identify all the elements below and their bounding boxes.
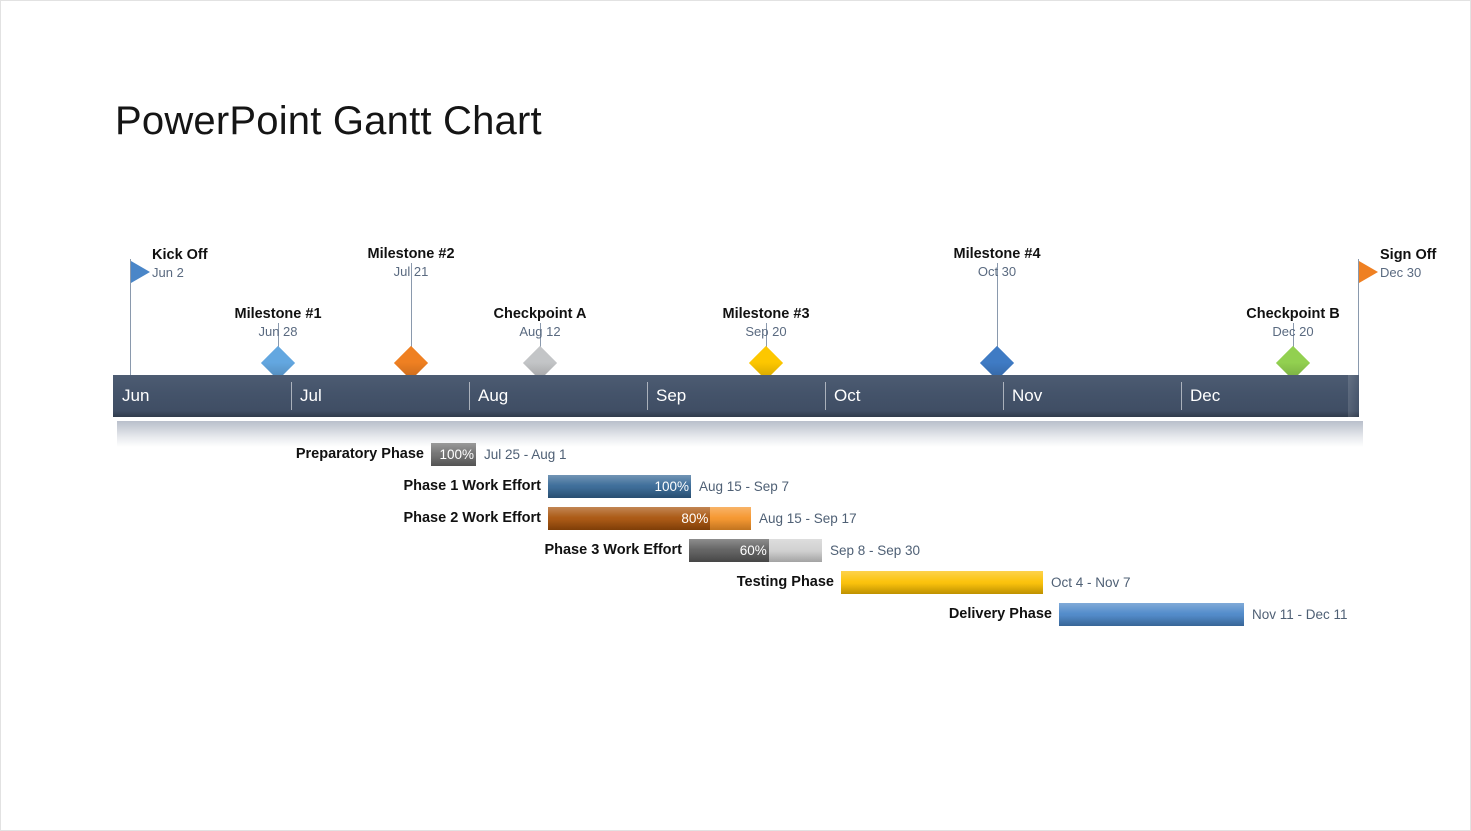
milestone-name: Kick Off <box>152 247 208 263</box>
milestone-connector-line <box>1293 323 1294 353</box>
task-dates: Aug 15 - Sep 17 <box>759 510 857 526</box>
timeline-month-dec: Dec <box>1190 386 1221 405</box>
milestone-flag-icon <box>1359 261 1378 283</box>
timeline-month-separator <box>291 382 292 410</box>
task-row[interactable]: Preparatory Phase 100% Jul 25 - Aug 1 <box>1 442 1471 466</box>
milestone-name: Checkpoint B <box>1246 306 1340 322</box>
timeline-month-aug: Aug <box>478 386 509 405</box>
milestone-date: Jun 2 <box>152 265 184 280</box>
milestone-date: Aug 12 <box>519 324 561 339</box>
task-row[interactable]: Phase 3 Work Effort 60% Sep 8 - Sep 30 <box>1 538 1471 562</box>
milestone-date: Jun 28 <box>258 324 298 339</box>
milestone-name: Milestone #3 <box>722 306 810 322</box>
milestone-connector-line <box>766 323 767 353</box>
timeline-month-nov: Nov <box>1012 386 1043 405</box>
task-progress-fill <box>548 474 691 498</box>
page-title: PowerPoint Gantt Chart <box>115 99 542 143</box>
timeline-month-oct: Oct <box>834 386 861 405</box>
task-row[interactable]: Phase 1 Work Effort 100% Aug 15 - Sep 7 <box>1 474 1471 498</box>
task-percent-label: 60% <box>739 542 767 558</box>
milestone-label: Checkpoint B Dec 20 <box>1203 306 1383 340</box>
timeline-axis: Jun Jul Aug Sep Oct Nov Dec <box>113 375 1363 447</box>
milestone-date: Dec 30 <box>1380 265 1422 280</box>
task-dates: Jul 25 - Aug 1 <box>484 446 567 462</box>
timeline-month-jul: Jul <box>300 386 322 405</box>
milestone-connector-line <box>411 263 412 353</box>
task-dates: Oct 4 - Nov 7 <box>1051 574 1131 590</box>
timeline-month-separator <box>825 382 826 410</box>
milestone-connector-line <box>278 323 279 353</box>
timeline-month-separator <box>1181 382 1182 410</box>
task-progress-bar[interactable]: 100% <box>431 442 476 466</box>
task-label: Preparatory Phase <box>295 446 424 462</box>
milestone-name: Sign Off <box>1380 247 1437 263</box>
milestone-date: Jul 21 <box>393 264 429 279</box>
milestone-label: Milestone #4 Oct 30 <box>907 246 1087 280</box>
timeline-month-sep: Sep <box>656 386 687 405</box>
milestone-date: Sep 20 <box>745 324 787 339</box>
milestone-label: Milestone #1 Jun 28 <box>188 306 368 340</box>
task-progress-fill <box>841 570 1043 594</box>
timeline-month-separator <box>1003 382 1004 410</box>
task-percent-label: 100% <box>654 478 689 494</box>
milestone-flag-icon <box>131 261 150 283</box>
task-label: Delivery Phase <box>948 606 1052 622</box>
timeline-bar: Jun Jul Aug Sep Oct Nov Dec <box>113 375 1359 417</box>
task-label: Phase 3 Work Effort <box>544 542 682 558</box>
task-progress-fill <box>431 442 476 466</box>
task-label: Testing Phase <box>736 574 834 590</box>
task-dates: Nov 11 - Dec 11 <box>1252 606 1348 622</box>
task-label: Phase 1 Work Effort <box>403 478 541 494</box>
milestone-name: Checkpoint A <box>493 306 587 322</box>
milestone-date: Oct 30 <box>977 264 1017 279</box>
task-row[interactable]: Testing Phase Oct 4 - Nov 7 <box>1 570 1471 594</box>
timeline-month-separator <box>469 382 470 410</box>
task-progress-fill <box>689 538 769 562</box>
milestone-connector-line <box>130 259 131 417</box>
task-row[interactable]: Delivery Phase Nov 11 - Dec 11 <box>1 602 1471 626</box>
task-progress-fill <box>548 506 711 530</box>
task-progress-bar[interactable] <box>1059 602 1244 626</box>
milestone-label: Milestone #3 Sep 20 <box>676 306 856 340</box>
milestone-date: Dec 20 <box>1272 324 1314 339</box>
milestone-connector-line <box>540 323 541 353</box>
task-progress-bar[interactable]: 80% <box>548 506 751 530</box>
task-progress-bar[interactable]: 100% <box>548 474 691 498</box>
task-progress-bar[interactable] <box>841 570 1043 594</box>
task-progress-bar[interactable]: 60% <box>689 538 822 562</box>
task-progress-fill <box>1059 602 1244 626</box>
task-label: Phase 2 Work Effort <box>403 510 541 526</box>
task-dates: Sep 8 - Sep 30 <box>830 542 921 558</box>
milestone-name: Milestone #2 <box>367 246 455 262</box>
task-row[interactable]: Phase 2 Work Effort 80% Aug 15 - Sep 17 <box>1 506 1471 530</box>
milestone-connector-line <box>997 263 998 353</box>
timeline-month-jun: Jun <box>122 386 150 405</box>
task-dates: Aug 15 - Sep 7 <box>699 478 790 494</box>
milestone-label: Checkpoint A Aug 12 <box>450 306 630 340</box>
milestone-name: Milestone #1 <box>234 306 322 322</box>
task-percent-label: 80% <box>681 510 709 526</box>
milestone-name: Milestone #4 <box>953 246 1041 262</box>
timeline-month-separator <box>647 382 648 410</box>
milestone-label: Milestone #2 Jul 21 <box>321 246 501 280</box>
task-percent-label: 100% <box>439 446 474 462</box>
timeline-band-shadow <box>117 421 1363 447</box>
milestone-connector-line <box>1358 259 1359 417</box>
